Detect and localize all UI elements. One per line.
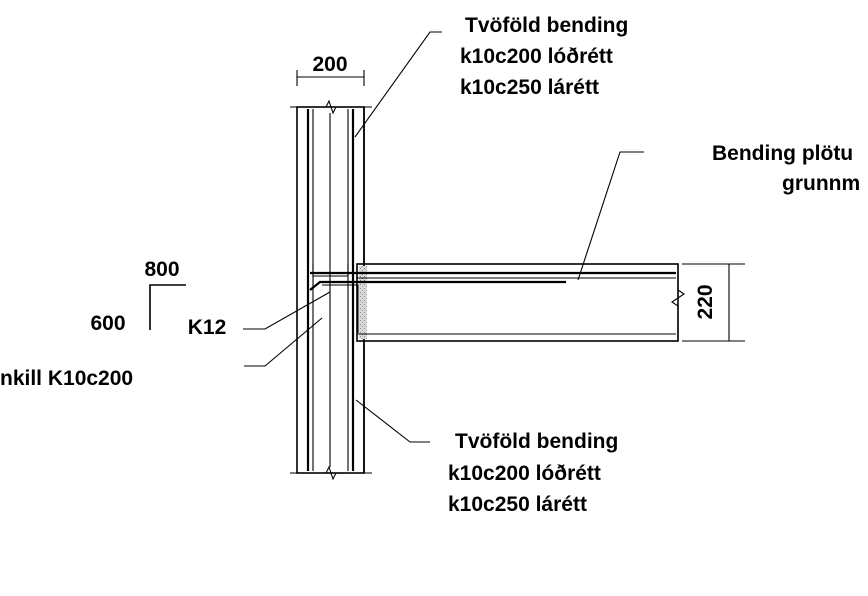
bottom-note-leader <box>355 399 430 443</box>
top-note-line-3: k10c250 lárétt <box>460 76 599 99</box>
k12-label: K12 <box>188 316 227 339</box>
right-note-line-2: grunnm <box>782 172 860 195</box>
top-note-line-2: k10c200 lóðrétt <box>460 45 613 68</box>
left-note-label: nkill K10c200 <box>0 367 133 390</box>
bend-short-label: 600 <box>90 312 125 335</box>
bottom-note-line-1: Tvöföld bending <box>455 430 618 453</box>
break-line-top <box>290 99 372 115</box>
wall-slab-joint-fill <box>359 266 367 339</box>
concrete-slab <box>356 263 679 342</box>
bent-bar-k12 <box>309 280 566 291</box>
break-line-bottom <box>290 465 372 481</box>
bend-detail-symbol <box>149 284 186 330</box>
k12-leader <box>243 291 331 330</box>
hook-bar <box>322 284 359 333</box>
right-note-line-1: Bending plötu <box>712 142 853 165</box>
right-note-leader <box>577 151 644 281</box>
left-note-leader <box>244 317 323 367</box>
dim-220-label: 220 <box>694 284 717 319</box>
bend-long-label: 800 <box>144 258 179 281</box>
top-note-line-1: Tvöföld bending <box>465 14 628 37</box>
dim-200-label: 200 <box>312 53 347 76</box>
top-note-leader <box>354 31 442 138</box>
bottom-note-line-2: k10c200 lóðrétt <box>448 462 601 485</box>
corner-bar <box>312 264 349 277</box>
slab-end-break <box>671 264 685 341</box>
bottom-note-line-3: k10c250 lárétt <box>448 493 587 516</box>
